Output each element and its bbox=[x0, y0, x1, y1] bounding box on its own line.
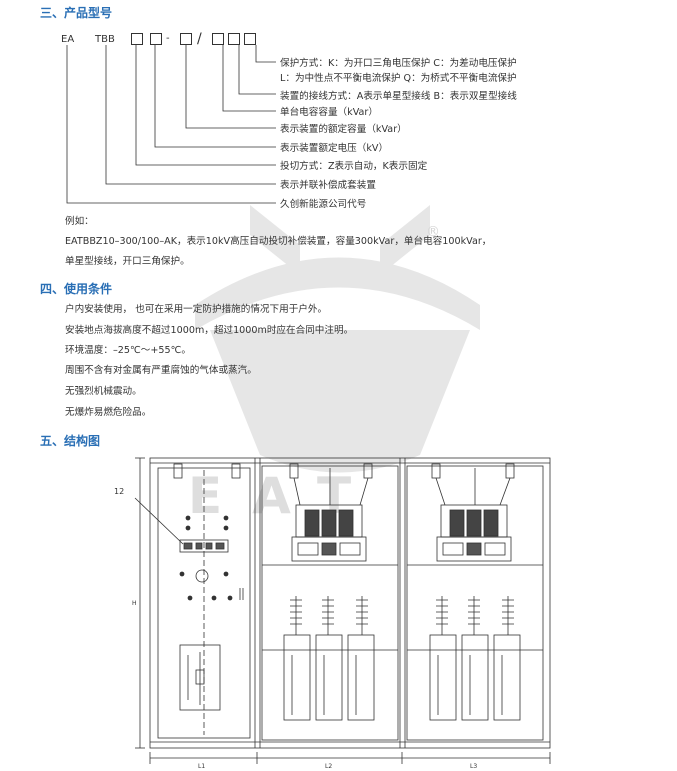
legend-line-6: 表示装置额定电压（kV） bbox=[280, 143, 389, 154]
condition-item-2: 安装地点海拔高度不超过1000m，超过1000m时应在合同中注明。 bbox=[65, 325, 354, 336]
legend-line-7: 投切方式：Z表示自动，K表示固定 bbox=[280, 161, 428, 172]
legend-line-8: 表示并联补偿成套装置 bbox=[280, 180, 376, 191]
dimension-l2: L2 bbox=[325, 763, 332, 770]
example-line-1: EATBBZ10–300/100–AK，表示10kV高压自动投切补偿装置，容量3… bbox=[65, 236, 492, 247]
model-box-3 bbox=[180, 33, 192, 45]
model-box-2 bbox=[150, 33, 162, 45]
model-box-1 bbox=[131, 33, 143, 45]
example-label: 例如： bbox=[65, 216, 94, 227]
model-slash: / bbox=[197, 31, 202, 47]
section-title-structure: 五、结构图 bbox=[40, 434, 101, 448]
callout-label: 12 bbox=[114, 487, 124, 496]
model-box-6 bbox=[244, 33, 256, 45]
condition-item-6: 无爆炸易燃危险品。 bbox=[65, 407, 152, 418]
legend-line-2: L：为中性点不平衡电流保护 Q：为桥式不平衡电流保护 bbox=[280, 73, 517, 84]
dimension-h: H bbox=[132, 600, 137, 607]
example-line-2: 单星型接线，开口三角保护。 bbox=[65, 256, 190, 267]
legend-line-3: 装置的接线方式：A表示单星型接线 B：表示双星型接线 bbox=[280, 91, 517, 102]
model-box-4 bbox=[212, 33, 224, 45]
condition-item-1: 户内安装使用， 也可在采用一定防护措施的情况下用于户外。 bbox=[65, 304, 328, 315]
condition-item-3: 环境温度：–25℃～+55℃。 bbox=[65, 345, 191, 356]
section-title-conditions: 四、使用条件 bbox=[40, 282, 113, 296]
model-dash-1: - bbox=[166, 33, 170, 44]
condition-item-4: 周围不含有对金属有严重腐蚀的气体或蒸汽。 bbox=[65, 365, 257, 376]
legend-line-1: 保护方式：K：为开口三角电压保护 C：为差动电压保护 bbox=[280, 58, 517, 69]
model-ea: EA bbox=[61, 34, 75, 45]
legend-line-5: 表示装置的额定容量（kVar） bbox=[280, 124, 407, 135]
section-title-model: 三、产品型号 bbox=[40, 6, 113, 20]
legend-line-4: 单台电容容量（kVar） bbox=[280, 107, 378, 118]
dimension-l1: L1 bbox=[198, 763, 205, 770]
model-tbb: TBB bbox=[95, 34, 115, 45]
condition-item-5: 无强烈机械震动。 bbox=[65, 386, 142, 397]
watermark-registered: ® bbox=[426, 224, 440, 240]
model-box-5 bbox=[228, 33, 240, 45]
legend-line-9: 久创新能源公司代号 bbox=[280, 199, 367, 210]
dimension-l3: L3 bbox=[470, 763, 477, 770]
